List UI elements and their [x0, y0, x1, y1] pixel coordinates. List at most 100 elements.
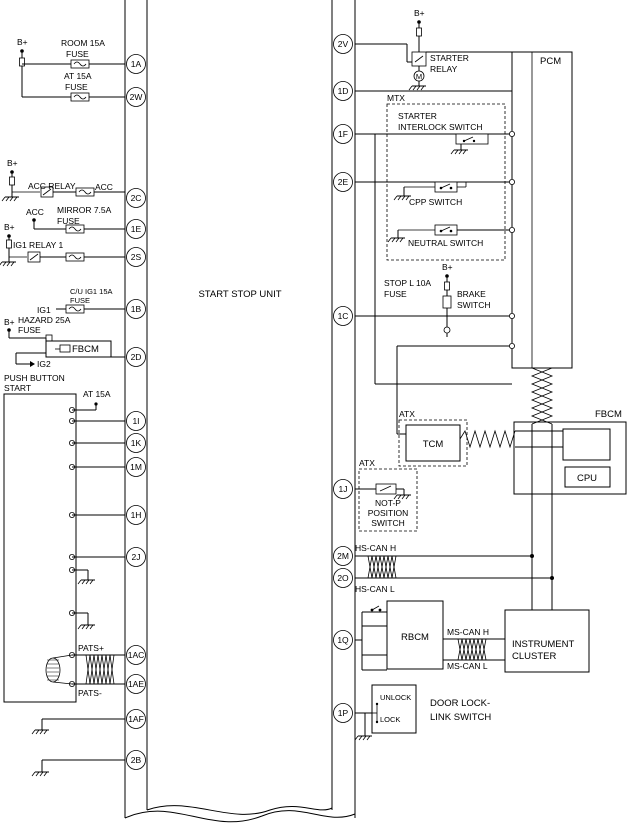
left-wiring: B+ ROOM 15A FUSE AT 15A FUSE B+ ACC RELA… — [0, 37, 125, 777]
fbcm-box — [513, 421, 627, 495]
bplus-ig1-label: B+ — [4, 222, 15, 232]
left-pin: 1H — [126, 505, 146, 525]
pcm-terminal — [508, 226, 515, 233]
left-pin: 1E — [126, 219, 146, 239]
unlock-label: UNLOCK — [380, 693, 411, 702]
ig1-label: IG1 — [37, 305, 51, 315]
acc2-label: ACC — [26, 207, 44, 217]
fbcm-label: FBCM — [595, 409, 622, 420]
right-pin-label: 2O — [337, 573, 349, 583]
notp-label-1: NOT-P — [375, 498, 401, 508]
cluster-label-1: INSTRUMENT — [512, 639, 574, 650]
starter-label-1: STARTER — [430, 53, 469, 63]
at-fuse-label-1: AT 15A — [64, 71, 92, 81]
left-pin-label: 1I — [132, 416, 139, 426]
left-pin: 1AC — [126, 645, 146, 665]
mscan-h-label: MS-CAN H — [447, 627, 489, 637]
left-pin-label: 2C — [131, 193, 142, 203]
mirror-label-1: MIRROR 7.5A — [57, 205, 112, 215]
push-button-start-box — [3, 393, 77, 703]
right-pin-label: 1C — [338, 311, 349, 321]
ig1-relay-label: IG1 RELAY 1 — [13, 240, 64, 250]
small-fbcm-label: FBCM — [72, 344, 99, 355]
stop-label-2: FUSE — [384, 289, 407, 299]
left-pin-label: 1A — [131, 59, 142, 69]
left-pin-label: 2S — [131, 252, 142, 262]
right-pin-label: 1Q — [337, 635, 349, 645]
left-pin-label: 1K — [131, 438, 142, 448]
left-pin-label: 1E — [131, 224, 142, 234]
left-pin: 2W — [126, 87, 146, 107]
instrument-cluster-box — [504, 609, 590, 673]
ssu-label: START STOP UNIT — [198, 289, 281, 300]
room-fuse-label-1: ROOM 15A — [61, 38, 105, 48]
hscan-l-label: HS-CAN L — [355, 584, 395, 594]
cluster-label-2: CLUSTER — [512, 651, 556, 662]
right-wiring: PCM B+ M STARTER RELAY MTX STARTER INTER… — [354, 8, 627, 741]
acc-label: ACC — [95, 182, 113, 192]
right-pin-label: 2V — [338, 39, 349, 49]
left-pin: 2C — [126, 188, 146, 208]
left-pin-label: 1H — [131, 510, 142, 520]
left-pin: 1M — [126, 457, 146, 477]
tcm-label: TCM — [423, 439, 444, 450]
right-pin: 2V — [333, 34, 353, 54]
mirror-label-2: FUSE — [57, 216, 80, 226]
left-pin-label: 2W — [130, 92, 143, 102]
right-pin-label: 1P — [338, 708, 349, 718]
brake-label-2: SWITCH — [457, 300, 491, 310]
left-pin-label: 1AE — [128, 679, 144, 689]
cu-ig1-label-2: FUSE — [70, 296, 90, 305]
room-fuse-label-2: FUSE — [66, 49, 89, 59]
right-pin-label: 1F — [338, 129, 348, 139]
left-pin: 1AE — [126, 674, 146, 694]
hazard-label-1: HAZARD 25A — [18, 315, 71, 325]
rbcm-label: RBCM — [401, 632, 429, 643]
left-pin: 2S — [126, 247, 146, 267]
sis-label-1: STARTER — [398, 111, 437, 121]
right-pin: 1P — [333, 703, 353, 723]
bplus-stop-label: B+ — [442, 262, 453, 272]
right-pin: 1F — [333, 124, 353, 144]
hscan-h-label: HS-CAN H — [355, 543, 396, 553]
right-pin-label: 1J — [339, 484, 348, 494]
right-pin: 1D — [333, 81, 353, 101]
tcm-box — [405, 424, 461, 462]
right-pin: 2E — [333, 172, 353, 192]
left-pin: 2B — [126, 750, 146, 770]
notp-label-2: POSITION — [368, 508, 409, 518]
bplus-hazard-label: B+ — [4, 317, 15, 327]
neutral-label: NEUTRAL SWITCH — [408, 238, 483, 248]
push-button-label-2: START — [4, 383, 31, 393]
right-pin-label: 2M — [337, 551, 349, 561]
right-pin: 1C — [333, 306, 353, 326]
hazard-label-2: FUSE — [18, 325, 41, 335]
right-connector-pins: 2V 1D 1F 2E 1C 1J 2M 2O 1Q 1P — [333, 34, 353, 723]
svg-text:M: M — [416, 72, 422, 81]
left-pin-label: 1M — [130, 462, 142, 472]
door-label-2: LINK SWITCH — [430, 712, 491, 723]
atx-label: ATX — [399, 409, 415, 419]
right-pin: 1Q — [333, 630, 353, 650]
starter-label-2: RELAY — [430, 64, 458, 74]
left-pin-label: 1B — [131, 304, 142, 314]
right-pin: 2O — [333, 568, 353, 588]
at-fuse-label-2: FUSE — [65, 82, 88, 92]
cu-ig1-label-1: C/U IG1 15A — [70, 287, 113, 296]
mscan-l-label: MS-CAN L — [447, 661, 488, 671]
rbcm-box — [386, 600, 444, 670]
cpu-box — [564, 466, 611, 488]
pats-minus-label: PATS- — [78, 688, 102, 698]
left-pin-label: 1AC — [128, 650, 145, 660]
push-button-label-1: PUSH BUTTON — [4, 373, 65, 383]
sis-label-2: INTERLOCK SWITCH — [398, 122, 483, 132]
bplus-label: B+ — [17, 37, 28, 47]
pcm-terminal — [508, 342, 515, 349]
pats-plus-label: PATS+ — [78, 643, 104, 653]
stop-label-1: STOP L 10A — [384, 278, 431, 288]
left-pin: 1K — [126, 433, 146, 453]
right-pin: 1J — [333, 479, 353, 499]
ig2-label: IG2 — [37, 359, 51, 369]
